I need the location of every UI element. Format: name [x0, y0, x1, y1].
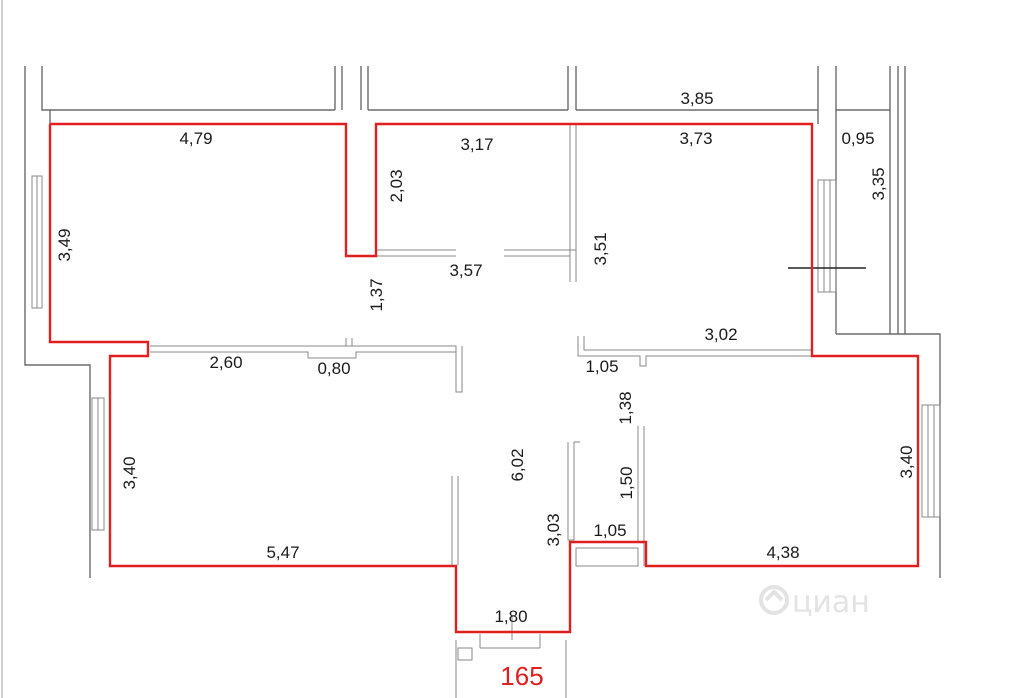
dim-2-03: 2,03	[387, 169, 406, 202]
dim-1-05-upper: 1,05	[585, 357, 618, 376]
dim-2-60: 2,60	[209, 353, 242, 372]
dim-3-40-right: 3,40	[897, 445, 916, 478]
windows	[31, 175, 941, 531]
dim-1-38: 1,38	[616, 391, 635, 424]
apartment-number: 165	[500, 661, 543, 691]
dim-1-50: 1,50	[617, 466, 636, 499]
dim-1-05-lower: 1,05	[593, 521, 626, 540]
dim-3-85: 3,85	[680, 89, 713, 108]
dimension-labels: 3,85 4,79 3,17 3,73 0,95 3,35 2,03 3,49 …	[55, 89, 916, 626]
dim-3-03: 3,03	[544, 513, 563, 546]
dim-3-49: 3,49	[55, 228, 74, 261]
interior-partitions	[150, 124, 812, 698]
cian-logo-icon	[759, 585, 789, 615]
dim-0-80: 0,80	[317, 359, 350, 378]
dim-0-95: 0,95	[841, 129, 874, 148]
apartment-outline	[48, 122, 920, 634]
dim-6-02: 6,02	[508, 448, 527, 481]
dim-4-79: 4,79	[179, 129, 212, 148]
dim-5-47: 5,47	[266, 543, 299, 562]
dim-3-17: 3,17	[460, 135, 493, 154]
dim-3-40-left: 3,40	[120, 456, 139, 489]
dim-3-35: 3,35	[869, 167, 888, 200]
dim-1-80: 1,80	[494, 607, 527, 626]
watermark: циан	[759, 585, 870, 620]
dim-3-73: 3,73	[679, 129, 712, 148]
dim-3-02: 3,02	[704, 325, 737, 344]
dim-4-38: 4,38	[766, 543, 799, 562]
dim-1-37: 1,37	[367, 278, 386, 311]
watermark-text: циан	[792, 585, 870, 620]
dim-3-51: 3,51	[591, 232, 610, 265]
dim-3-57: 3,57	[449, 261, 482, 280]
